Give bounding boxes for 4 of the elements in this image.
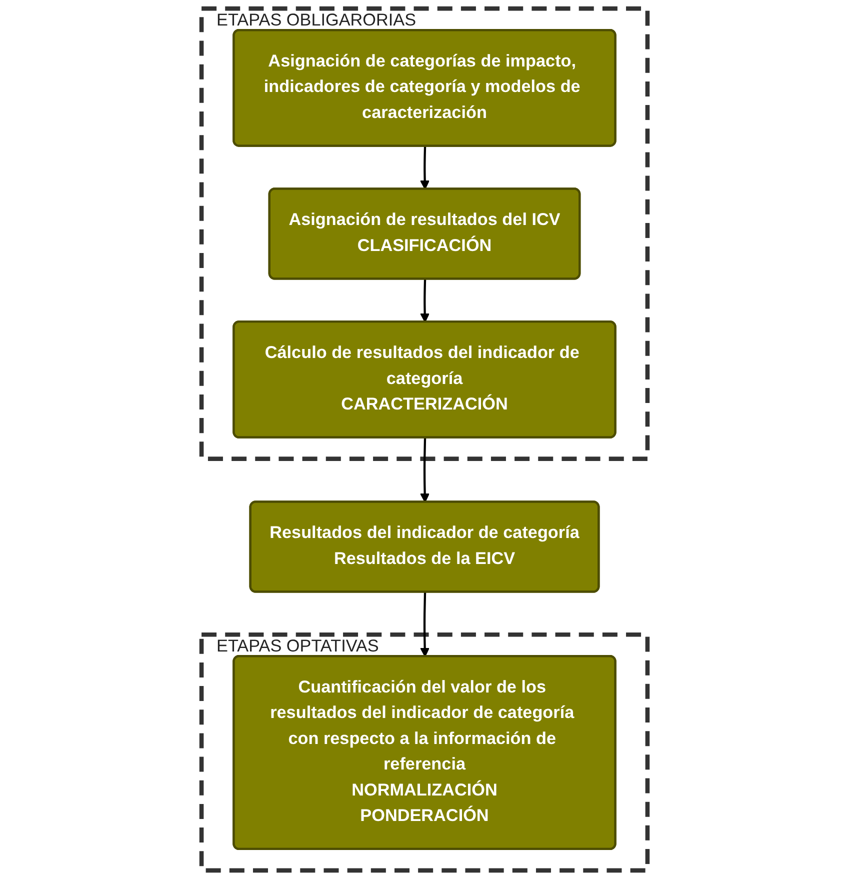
arrow (420, 279, 430, 323)
arrow (420, 146, 430, 190)
arrow (420, 438, 430, 503)
arrow (420, 592, 430, 657)
